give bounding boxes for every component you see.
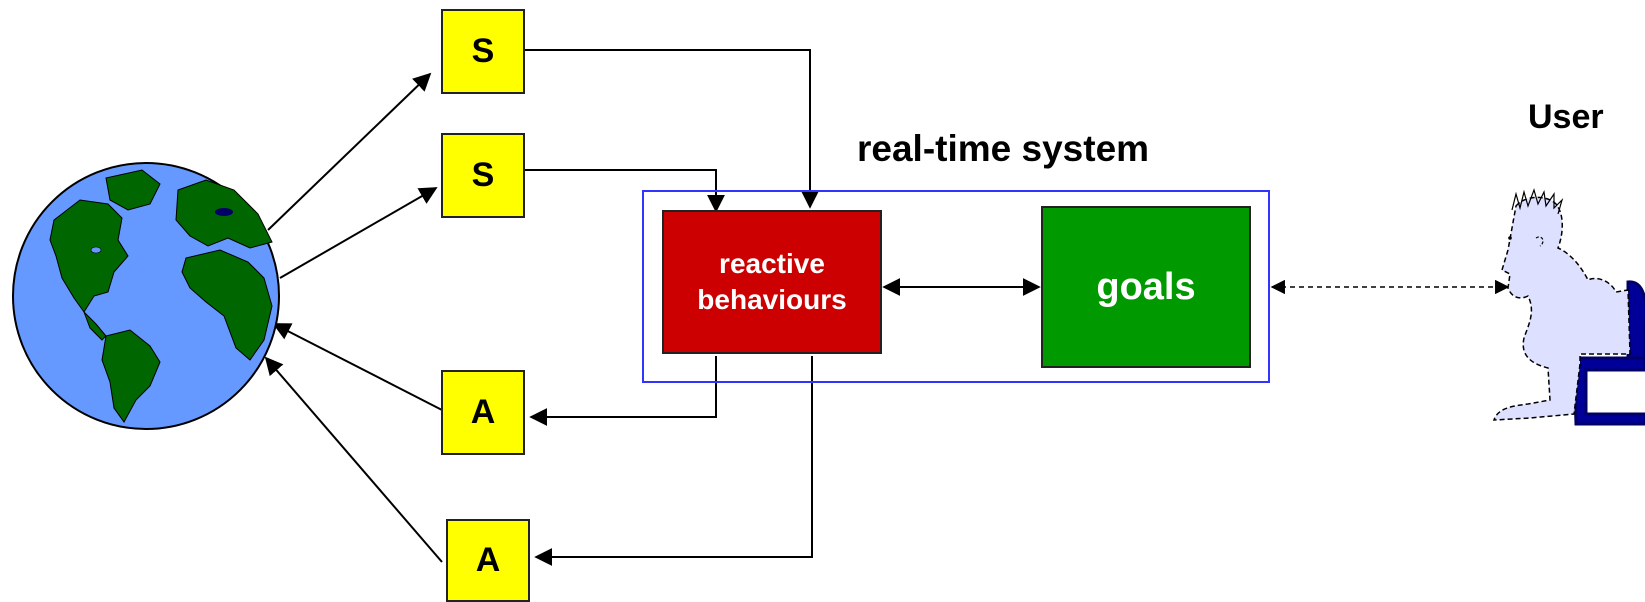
sensor-box-2: S [441,133,525,218]
arrow-sensor-1-to-reactive [524,49,819,209]
arrow-globe-to-sensor-2 [279,187,438,279]
arrow-reactive-to-actuator-1 [529,356,717,426]
system-boundary [642,190,1270,383]
sensor-label: S [471,32,495,70]
actuator-label: A [470,393,496,431]
reactive-label-line-1: reactive [719,248,825,279]
goals-box: goals [1041,206,1251,368]
system-label: real-time system [857,128,1150,169]
arrow-actuator-2-to-globe [264,356,443,563]
reactive-label-line-2: behaviours [697,284,847,315]
arrow-sensor-2-to-reactive [524,169,725,213]
actuator-box-1: A [441,370,525,455]
goals-label: goals [1096,265,1196,308]
arrow-actuator-1-to-globe [272,323,443,411]
sensor-box-1: S [441,9,525,94]
seated-person-icon [1492,188,1645,426]
user-label: User [1528,98,1604,136]
actuator-box-2: A [446,519,530,602]
globe-icon [12,162,280,430]
actuator-label: A [475,541,501,579]
sensor-label: S [471,156,495,194]
arrow-globe-to-sensor-1 [267,72,432,231]
arrow-reactive-to-actuator-2 [534,356,813,566]
reactive-behaviours-box: reactive behaviours [662,210,882,354]
